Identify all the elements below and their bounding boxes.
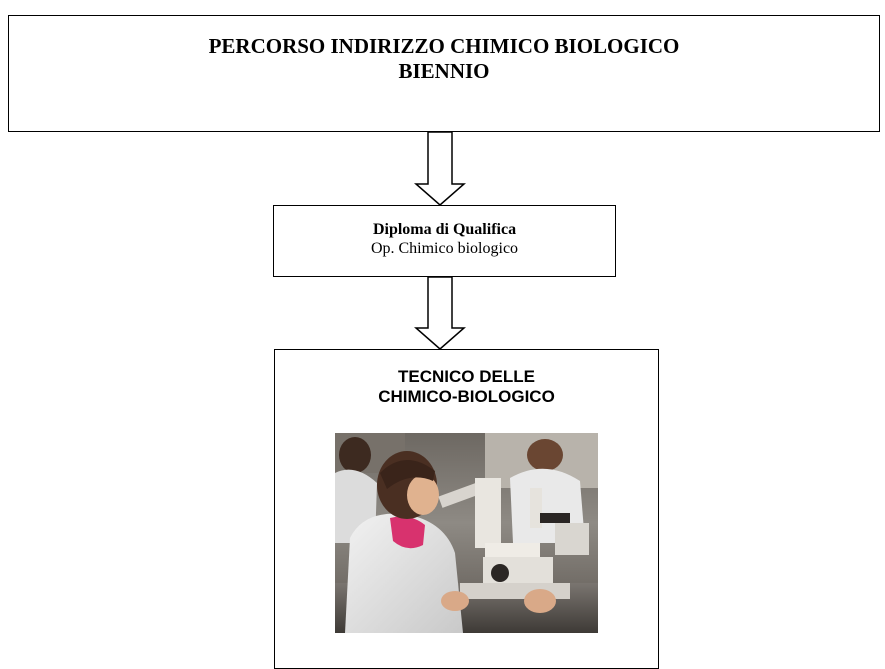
down-arrow-icon <box>414 132 466 206</box>
down-arrow-icon <box>414 277 466 350</box>
qualifica-title: Diploma di Qualifica <box>372 221 517 238</box>
header-title: PERCORSO INDIRIZZO CHIMICO BIOLOGICO <box>208 34 680 58</box>
header-box: PERCORSO INDIRIZZO CHIMICO BIOLOGICO BIE… <box>8 15 880 132</box>
qualifica-subtitle: Op. Chimico biologico <box>370 240 519 257</box>
qualifica-box: Diploma di Qualifica Op. Chimico biologi… <box>273 205 616 277</box>
tecnico-title-line2: CHIMICO-BIOLOGICO <box>378 387 555 406</box>
lab-photo <box>335 433 598 633</box>
header-subtitle: BIENNIO <box>398 59 490 83</box>
tecnico-title-line1: TECNICO DELLE <box>398 367 535 386</box>
